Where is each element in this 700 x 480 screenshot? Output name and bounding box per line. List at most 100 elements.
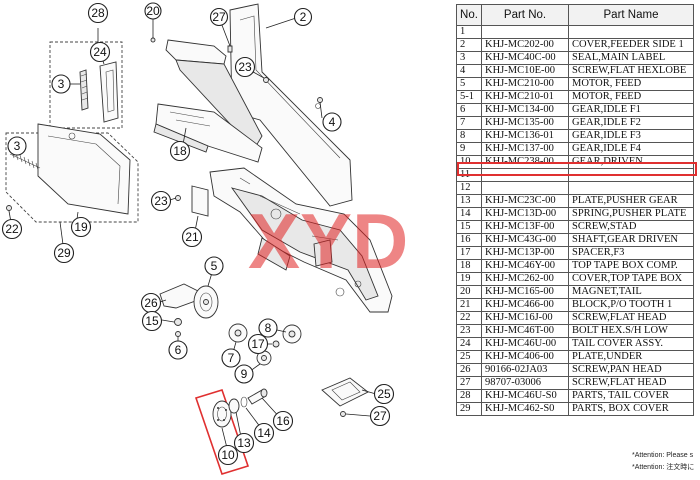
cell-part-no: KHJ-MC43G-00 — [481, 233, 569, 247]
table-row: 12 — [456, 181, 694, 195]
cell-part-name — [568, 168, 694, 182]
driven-gear-part — [212, 400, 232, 428]
callout-17: 17 — [247, 333, 269, 355]
cell-part-name: SCREW,FLAT HEAD — [568, 311, 694, 325]
cell-no: 25 — [456, 350, 482, 364]
cell-part-name: COVER,FEEDER SIDE 1 — [568, 38, 694, 52]
svg-text:28: 28 — [91, 6, 105, 20]
callout-3-box: 3 — [7, 136, 27, 156]
cell-no: 16 — [456, 233, 482, 247]
cell-part-no: KHJ-MC40C-00 — [481, 51, 569, 65]
svg-text:XYD: XYD — [248, 197, 408, 282]
cell-part-no: KHJ-MC23C-00 — [481, 194, 569, 208]
callout-2: 2 — [293, 7, 313, 27]
screw-27-part — [227, 45, 346, 417]
cell-part-no — [481, 168, 569, 182]
screw-6-part — [175, 331, 181, 337]
svg-text:5: 5 — [211, 259, 218, 273]
cell-no: 24 — [456, 337, 482, 351]
svg-text:20: 20 — [146, 4, 160, 18]
cell-no: 1 — [456, 25, 482, 39]
cell-part-no: KHJ-MC46U-S0 — [481, 389, 569, 403]
cell-no: 26 — [456, 363, 482, 377]
idle-gear-f4-part — [256, 350, 272, 366]
cell-part-name — [568, 25, 694, 39]
cell-no: 15 — [456, 220, 482, 234]
cell-part-name: BOLT HEX.S/H LOW — [568, 324, 694, 338]
svg-text:13: 13 — [237, 436, 251, 450]
callout-18: 18 — [169, 140, 191, 162]
cell-no: 17 — [456, 246, 482, 260]
cell-no: 3 — [456, 51, 482, 65]
tail-magnet-part — [150, 37, 156, 43]
cell-part-no: KHJ-MC46U-00 — [481, 337, 569, 351]
cell-part-no: 98707-03006 — [481, 376, 569, 390]
cell-part-no: KHJ-MC262-00 — [481, 272, 569, 286]
cell-part-name: COVER,TOP TAPE BOX — [568, 272, 694, 286]
svg-text:27: 27 — [212, 10, 226, 24]
cell-no: 14 — [456, 207, 482, 221]
idle-gear-f3-part — [282, 324, 302, 344]
xyd-watermark: XYD — [248, 197, 408, 282]
cell-no: 13 — [456, 194, 482, 208]
callout-23-top: 23 — [234, 56, 256, 78]
table-row: 11 — [456, 168, 694, 182]
cell-part-name: MOTOR, FEED — [568, 77, 694, 91]
tail-cover-part — [99, 61, 119, 123]
cell-part-name: GEAR,IDLE F1 — [568, 103, 694, 117]
cell-no: 6 — [456, 103, 482, 117]
cell-part-no: KHJ-MC134-00 — [481, 103, 569, 117]
callout-27-bottom: 27 — [369, 405, 391, 427]
cell-part-no: KHJ-MC137-00 — [481, 142, 569, 156]
svg-text:25: 25 — [377, 387, 391, 401]
header-part-no: Part No. — [481, 4, 569, 26]
cell-part-name: GEAR,IDLE F3 — [568, 129, 694, 143]
svg-text:17: 17 — [251, 337, 265, 351]
driven-gear-highlight — [194, 389, 250, 475]
cell-no: 4 — [456, 64, 482, 78]
table-row: 1 — [456, 25, 694, 39]
screw-22-part — [6, 205, 12, 211]
cell-part-no: KHJ-MC466-00 — [481, 298, 569, 312]
svg-text:27: 27 — [373, 409, 387, 423]
cell-part-name: SCREW,FLAT HEXLOBE — [568, 64, 694, 78]
cell-part-no: KHJ-MC165-00 — [481, 285, 569, 299]
callout-21: 21 — [181, 226, 203, 248]
cell-part-name: PARTS, TAIL COVER — [568, 389, 694, 403]
callout-29: 29 — [53, 242, 75, 264]
cell-part-name: GEAR,IDLE F2 — [568, 116, 694, 130]
seal-label-part — [79, 69, 89, 111]
cell-part-no: KHJ-MC13D-00 — [481, 207, 569, 221]
callout-5: 5 — [204, 256, 224, 276]
svg-text:19: 19 — [74, 220, 88, 234]
attention-note-en: *Attention: Please s — [632, 452, 694, 459]
cell-part-no: KHJ-MC136-01 — [481, 129, 569, 143]
cell-part-name: SHAFT,GEAR DRIVEN — [568, 233, 694, 247]
callout-15: 15 — [141, 310, 163, 332]
cell-no: 18 — [456, 259, 482, 273]
cell-no: 20 — [456, 285, 482, 299]
exploded-parts-diagram: 20 27 2 28 24 3 23 4 18 3 19 22 29 23 21… — [1, 2, 395, 475]
attention-note-jp: *Attention: 注文時に — [632, 464, 695, 471]
cell-no: 28 — [456, 389, 482, 403]
spacer-f3-part — [272, 340, 280, 348]
cell-no: 8 — [456, 129, 482, 143]
cell-part-name: GEAR,IDLE F4 — [568, 142, 694, 156]
cell-part-no: KHJ-MC462-S0 — [481, 402, 569, 416]
svg-text:8: 8 — [265, 321, 272, 335]
cell-no: 19 — [456, 272, 482, 286]
